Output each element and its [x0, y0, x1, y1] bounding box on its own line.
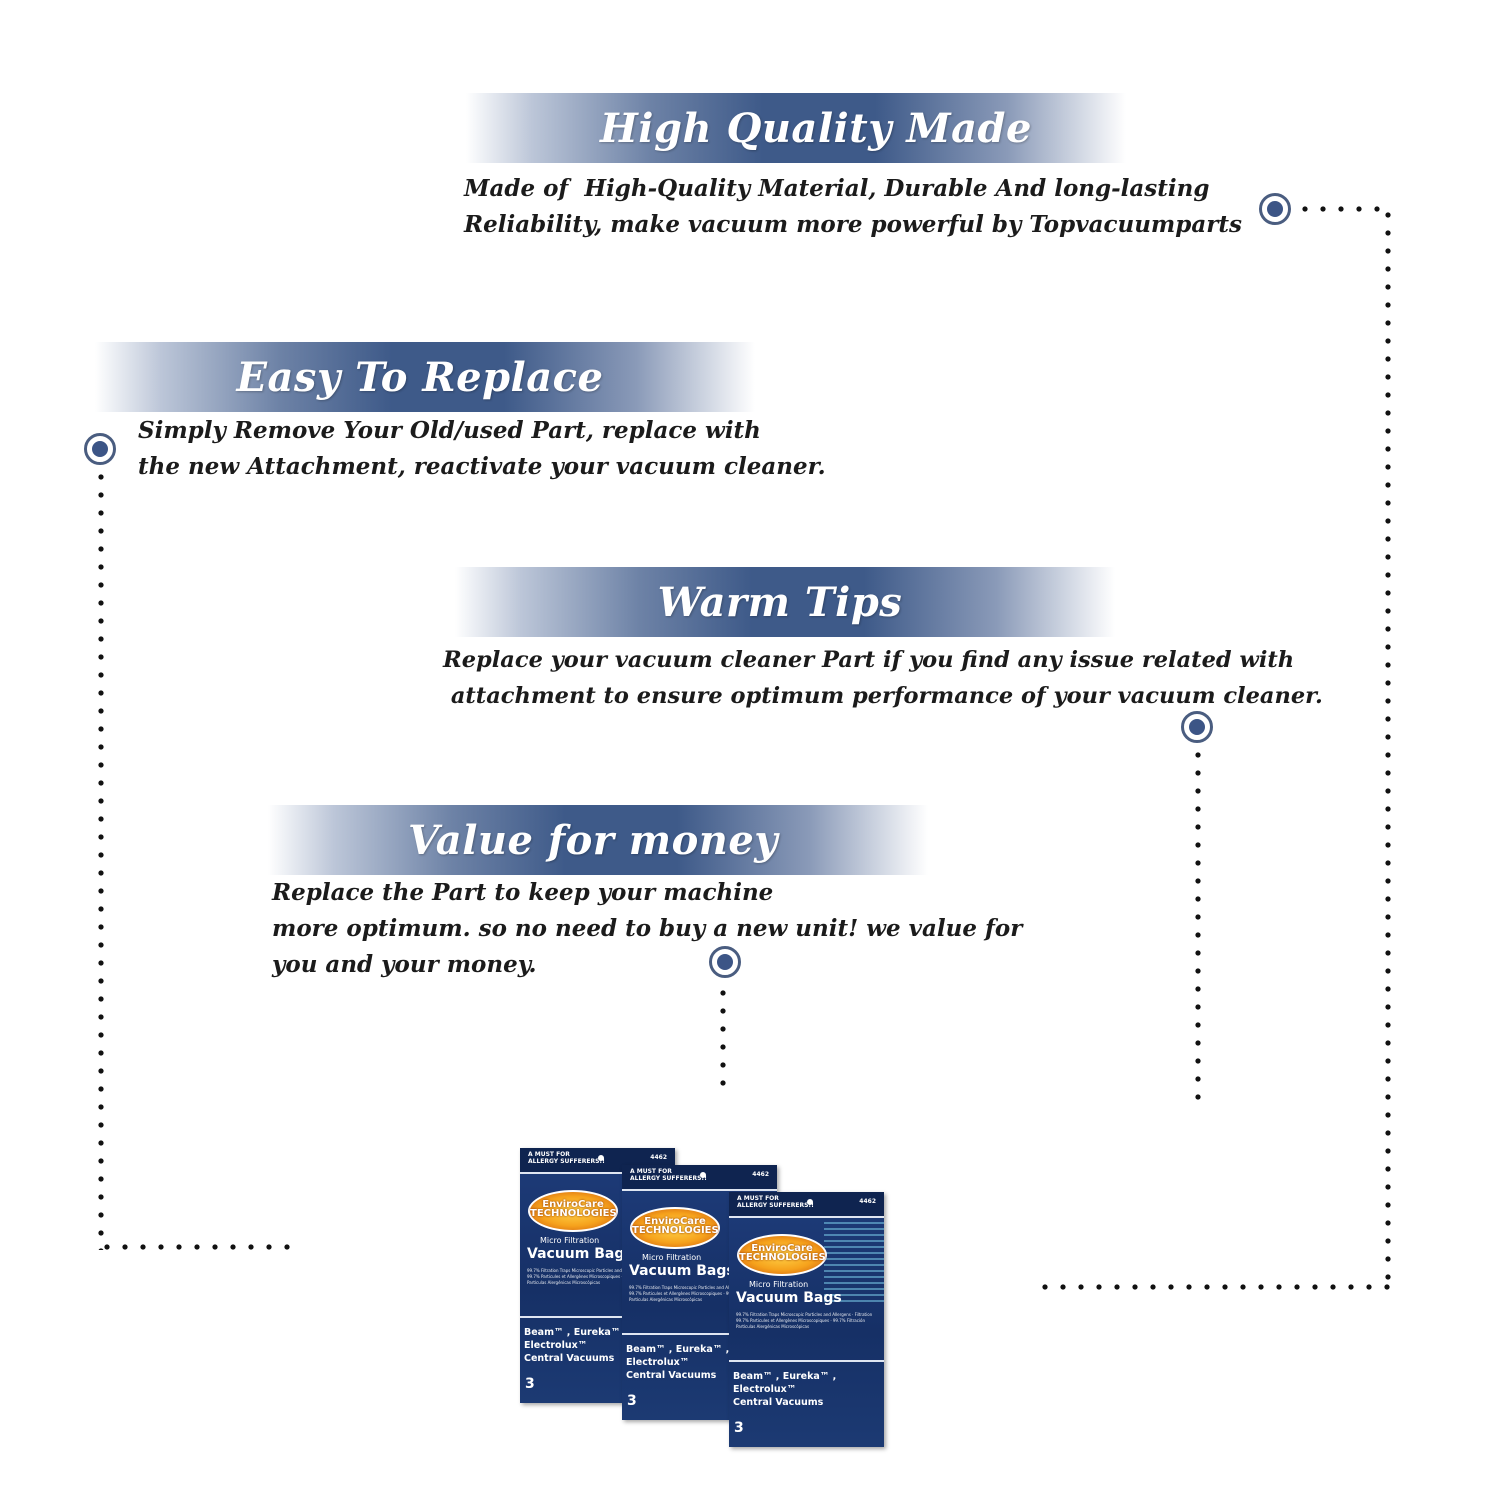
- dotted-connector: [1195, 746, 1201, 1108]
- envirocare-logo: EnviroCare TECHNOLOGIES: [630, 1207, 720, 1249]
- desc-line: more optimum. so no need to buy a new un…: [272, 915, 1023, 942]
- pack-band: [622, 1333, 777, 1335]
- desc-line: you and your money.: [272, 951, 537, 978]
- pack-micro: Micro Filtration: [749, 1280, 809, 1289]
- logo-text: EnviroCare TECHNOLOGIES: [632, 1216, 719, 1236]
- envirocare-logo: EnviroCare TECHNOLOGIES: [528, 1190, 618, 1232]
- dotted-connector: [1036, 1284, 1392, 1290]
- pack-hang-hole: [807, 1199, 813, 1205]
- pack-number: 4462: [650, 1154, 667, 1161]
- easy-replace-description: Simply Remove Your Old/used Part, replac…: [138, 413, 826, 485]
- banner-high-quality: High Quality Made: [466, 93, 1126, 163]
- pack-band: [520, 1316, 675, 1318]
- desc-line: Replace your vacuum cleaner Part if you …: [443, 647, 1295, 673]
- pack-micro: Micro Filtration: [540, 1236, 600, 1245]
- banner-warm-tips: Warm Tips: [455, 567, 1115, 637]
- pack-brands: Beam™ , Eureka™ , Electrolux™ Central Va…: [733, 1371, 837, 1408]
- pack-header: [729, 1192, 884, 1218]
- pack-number: 4462: [752, 1171, 769, 1178]
- envirocare-logo: EnviroCare TECHNOLOGIES: [737, 1234, 827, 1276]
- dotted-connector: [98, 468, 104, 1250]
- pack-name: Vacuum Bags: [629, 1263, 735, 1279]
- pack-stripes: [824, 1222, 884, 1302]
- banner-title: Value for money: [407, 816, 779, 864]
- dotted-connector: [1385, 206, 1391, 1290]
- pack-must-label: A MUST FOR ALLERGY SUFFERERS!!: [630, 1168, 707, 1182]
- banner-title: Warm Tips: [657, 578, 903, 626]
- value-description: Replace the Part to keep your machine mo…: [272, 875, 1022, 983]
- logo-text: EnviroCare TECHNOLOGIES: [530, 1199, 617, 1219]
- product-pack: A MUST FOR ALLERGY SUFFERERS!! 4462 Envi…: [729, 1192, 884, 1447]
- bullet-marker-icon: [1181, 711, 1213, 743]
- pack-number: 4462: [859, 1198, 876, 1205]
- pack-band: [729, 1360, 884, 1362]
- high-quality-description: Made of High-Quality Material, Durable A…: [464, 171, 1242, 243]
- logo-text: EnviroCare TECHNOLOGIES: [739, 1243, 826, 1263]
- pack-must-label: A MUST FOR ALLERGY SUFFERERS!!: [737, 1195, 814, 1209]
- pack-name: Vacuum Bags: [736, 1290, 842, 1306]
- pack-count: 3: [734, 1420, 744, 1436]
- desc-line: Simply Remove Your Old/used Part, replac…: [138, 417, 761, 444]
- desc-line: the new Attachment, reactivate your vacu…: [138, 453, 826, 480]
- desc-line: Replace the Part to keep your machine: [272, 879, 774, 906]
- desc-line: Reliability, make vacuum more powerful b…: [464, 211, 1242, 238]
- pack-count: 3: [627, 1393, 637, 1409]
- pack-brands: Beam™ , Eureka™ , Electrolux™ Central Va…: [626, 1344, 730, 1381]
- pack-count: 3: [525, 1376, 535, 1392]
- pack-header: [622, 1165, 777, 1191]
- banner-easy-to-replace: Easy To Replace: [95, 342, 755, 412]
- pack-fine-print: 99.7% Filtration Traps Microscopic Parti…: [629, 1285, 766, 1302]
- dotted-connector: [720, 984, 726, 1092]
- pack-hang-hole: [700, 1172, 706, 1178]
- pack-micro: Micro Filtration: [642, 1253, 702, 1262]
- bullet-marker-icon: [1259, 193, 1291, 225]
- desc-line: attachment to ensure optimum performance…: [443, 683, 1323, 709]
- bullet-marker-icon: [84, 433, 116, 465]
- dotted-connector: [1296, 206, 1388, 212]
- bullet-marker-icon: [709, 946, 741, 978]
- dotted-connector: [98, 1244, 300, 1250]
- banner-title: Easy To Replace: [236, 353, 604, 401]
- pack-fine-print: 99.7% Filtration Traps Microscopic Parti…: [736, 1312, 873, 1329]
- pack-fine-print: 99.7% Filtration Traps Microscopic Parti…: [527, 1268, 664, 1285]
- desc-line: Made of High-Quality Material, Durable A…: [464, 175, 1210, 202]
- banner-value-for-money: Value for money: [268, 805, 928, 875]
- pack-name: Vacuum Bags: [527, 1246, 633, 1262]
- pack-brands: Beam™ , Eureka™ , Electrolux™ Central Va…: [524, 1327, 627, 1364]
- pack-must-label: A MUST FOR ALLERGY SUFFERERS!!: [528, 1151, 605, 1165]
- pack-hang-hole: [598, 1155, 604, 1161]
- warm-tips-description: Replace your vacuum cleaner Part if you …: [443, 642, 1323, 714]
- banner-title: High Quality Made: [600, 104, 1032, 152]
